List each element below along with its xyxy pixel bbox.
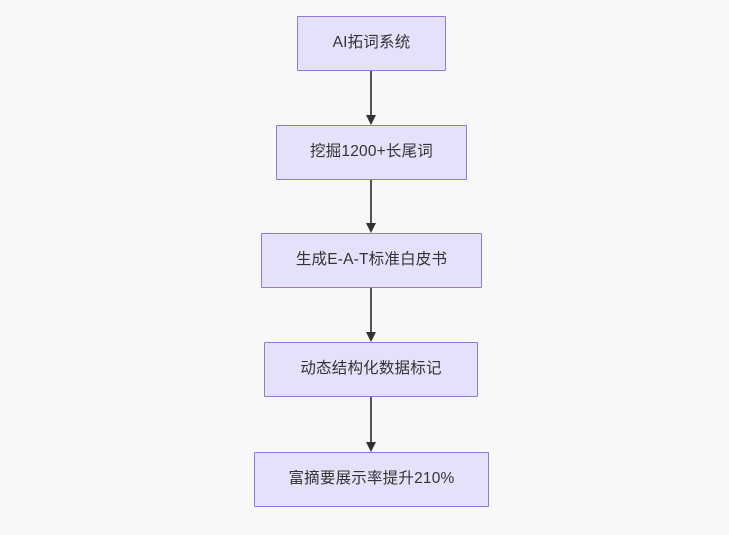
connector-node-2-to-node-3 <box>365 180 377 233</box>
flowchart-node-1-label: AI拓词系统 <box>332 34 411 52</box>
flowchart-node-1[interactable]: AI拓词系统 <box>297 16 446 71</box>
flowchart-node-3[interactable]: 生成E-A-T标准白皮书 <box>261 233 482 288</box>
flowchart-node-4-label: 动态结构化数据标记 <box>300 360 442 378</box>
connector-node-1-to-node-2 <box>365 71 377 125</box>
flowchart-node-2[interactable]: 挖掘1200+长尾词 <box>276 125 467 180</box>
flowchart-node-4[interactable]: 动态结构化数据标记 <box>264 342 478 397</box>
flowchart-node-5-label: 富摘要展示率提升210% <box>288 470 455 488</box>
connector-node-3-to-node-4 <box>365 288 377 342</box>
connector-node-4-to-node-5 <box>365 397 377 452</box>
flowchart-node-3-label: 生成E-A-T标准白皮书 <box>295 251 448 269</box>
flowchart-node-5[interactable]: 富摘要展示率提升210% <box>254 452 489 507</box>
flowchart-node-2-label: 挖掘1200+长尾词 <box>309 143 434 161</box>
